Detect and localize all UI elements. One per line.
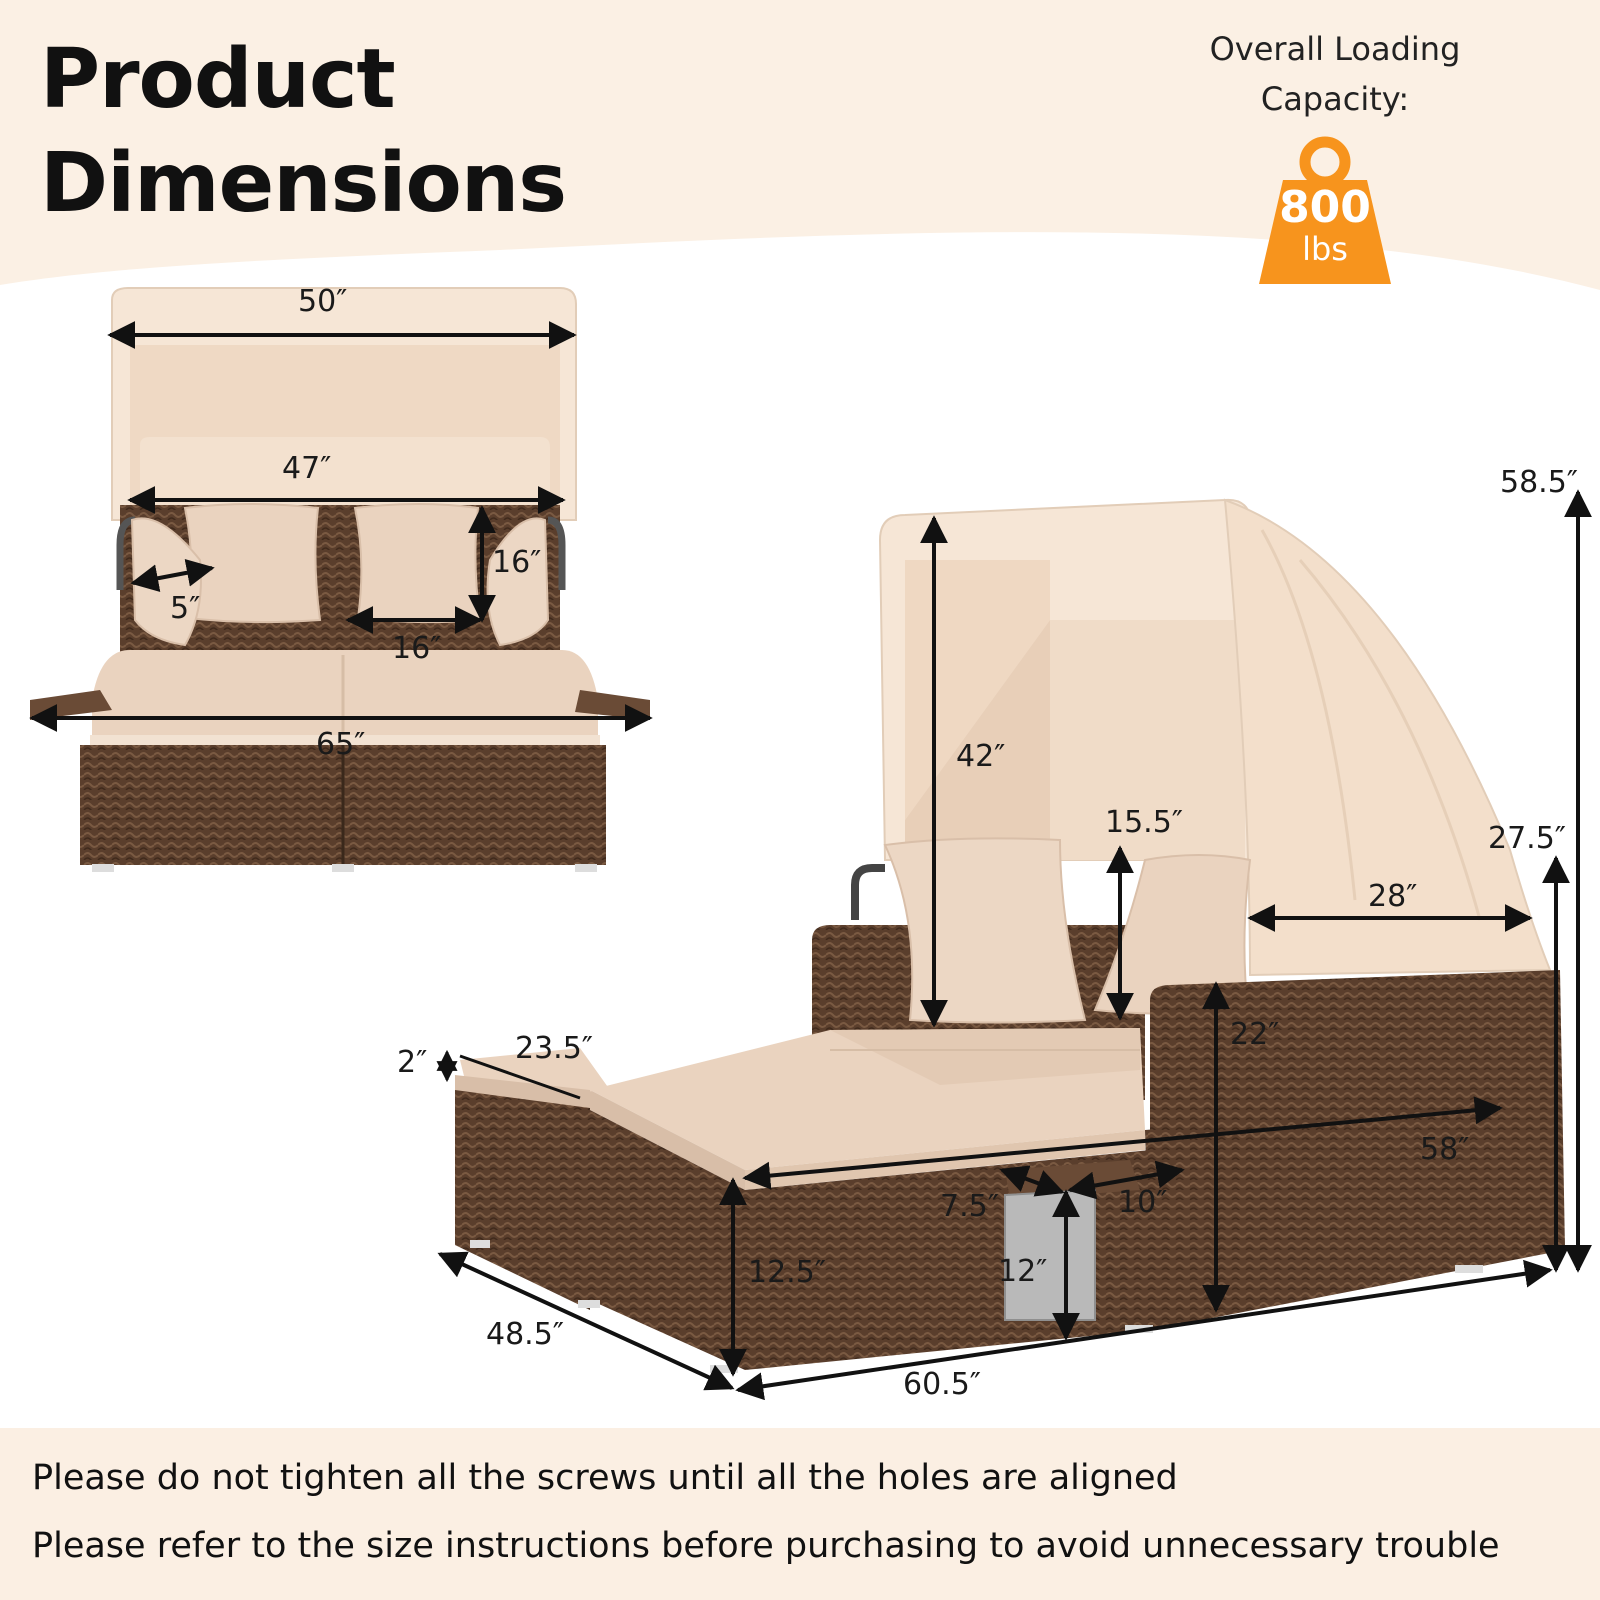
capacity-label: Overall Loading Capacity:: [1190, 24, 1480, 124]
dim-canopy-extension-height: 27.5″: [1488, 821, 1567, 856]
capacity-value: 800: [1279, 182, 1371, 233]
dim-extended-width: 65″: [316, 727, 366, 762]
dim-armrest-depth: 5″: [170, 591, 201, 626]
dim-backrest-height: 22″: [1230, 1017, 1280, 1052]
dim-canopy-width: 50″: [298, 284, 348, 319]
dim-width: 48.5″: [486, 1317, 565, 1352]
side-base: [455, 1090, 590, 1310]
dim-tray-depth: 7.5″: [940, 1189, 999, 1224]
dim-length: 58″: [1420, 1132, 1470, 1167]
dim-overall-length: 60.5″: [903, 1367, 982, 1402]
title-line-1: Product: [40, 32, 396, 127]
dim-canopy-depth: 28″: [1368, 879, 1418, 914]
dim-overall-height: 58.5″: [1500, 465, 1579, 500]
dim-ottoman-depth: 23.5″: [515, 1031, 594, 1066]
dim-pillow-width: 16″: [392, 631, 442, 666]
arrow-10: [1067, 1160, 1185, 1200]
purchase-note: Please refer to the size instructions be…: [32, 1526, 1500, 1566]
dim-side-pillow-height: 15.5″: [1105, 805, 1184, 840]
dim-pillow-height: 16″: [492, 545, 542, 580]
front-pillows: [130, 503, 550, 647]
dim-inner-width: 47″: [282, 451, 332, 486]
arrow-7-5: [999, 1165, 1065, 1197]
capacity-label-line-1: Overall Loading: [1209, 30, 1461, 68]
side-ottoman: [455, 1048, 610, 1110]
dim-cushion-thickness: 2″: [397, 1045, 428, 1080]
dim-canopy-height: 42″: [956, 739, 1006, 774]
capacity-label-line-2: Capacity:: [1260, 80, 1410, 118]
front-right-handle: [547, 516, 566, 590]
arrow-58: [742, 1096, 1503, 1190]
dim-tray-width: 10″: [1118, 1185, 1168, 1220]
title-line-2: Dimensions: [40, 136, 567, 231]
assembly-note: Please do not tighten all the screws unt…: [32, 1458, 1178, 1498]
arrow-60-5: [735, 1259, 1553, 1401]
header-background: [0, 0, 1600, 290]
dim-seat-height: 12.5″: [748, 1255, 827, 1290]
side-left-handle: [851, 864, 885, 920]
arrow-48-5: [437, 1251, 735, 1391]
dim-tray-height: 12″: [998, 1254, 1048, 1289]
page-title: Product Dimensions: [40, 28, 567, 236]
capacity-unit: lbs: [1302, 230, 1348, 268]
weight-icon: [1259, 136, 1391, 284]
arrow-23-5: [459, 1054, 581, 1100]
arrow-5: [130, 558, 215, 593]
footer-panel: [0, 1428, 1600, 1600]
